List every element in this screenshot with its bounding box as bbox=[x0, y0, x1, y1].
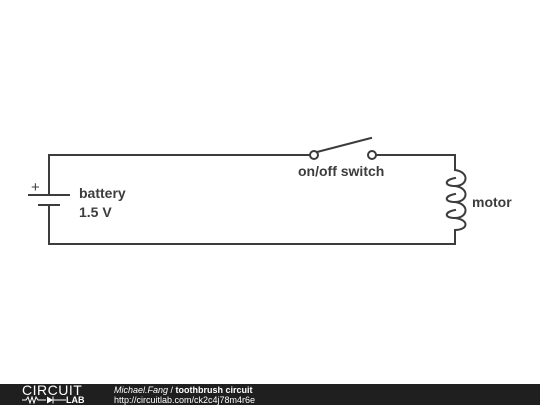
author-link[interactable]: Michael.Fang bbox=[114, 385, 169, 395]
wire-left-top bbox=[48, 154, 311, 187]
wire-bottom bbox=[48, 204, 456, 245]
credit-separator: / bbox=[168, 385, 176, 395]
logo-lab-text: LAB bbox=[66, 395, 85, 405]
switch-lever bbox=[315, 136, 373, 154]
circuit-url-link[interactable]: http://circuitlab.com/ck2c4j78m4r6e bbox=[114, 395, 256, 405]
footer-bar: CIRCUIT LAB Michael.Fang / toothbrush ci… bbox=[0, 382, 540, 405]
battery-voltage-label: 1.5 V bbox=[79, 204, 112, 220]
motor-coil-symbol bbox=[445, 168, 467, 232]
battery-symbol: + bbox=[28, 179, 70, 206]
switch-right-terminal bbox=[367, 150, 377, 160]
switch-symbol bbox=[309, 136, 377, 160]
circuit-title-link[interactable]: toothbrush circuit bbox=[175, 385, 253, 395]
logo-resistor-diode-icon bbox=[22, 396, 66, 404]
circuitlab-logo[interactable]: CIRCUIT LAB bbox=[22, 382, 97, 405]
switch-left-terminal bbox=[309, 150, 319, 160]
logo-circuit-text: CIRCUIT bbox=[22, 382, 83, 398]
wires bbox=[48, 154, 456, 245]
battery-label: battery bbox=[79, 185, 126, 201]
motor-label: motor bbox=[472, 194, 512, 210]
footer-credit: Michael.Fang / toothbrush circuit bbox=[114, 385, 253, 395]
battery-plus-sign: + bbox=[31, 179, 40, 196]
wire-right-top bbox=[375, 154, 456, 171]
switch-label: on/off switch bbox=[298, 163, 384, 179]
motor-coil bbox=[445, 168, 467, 232]
circuit-schematic: + battery 1.5 V on/off switch motor bbox=[28, 136, 512, 245]
